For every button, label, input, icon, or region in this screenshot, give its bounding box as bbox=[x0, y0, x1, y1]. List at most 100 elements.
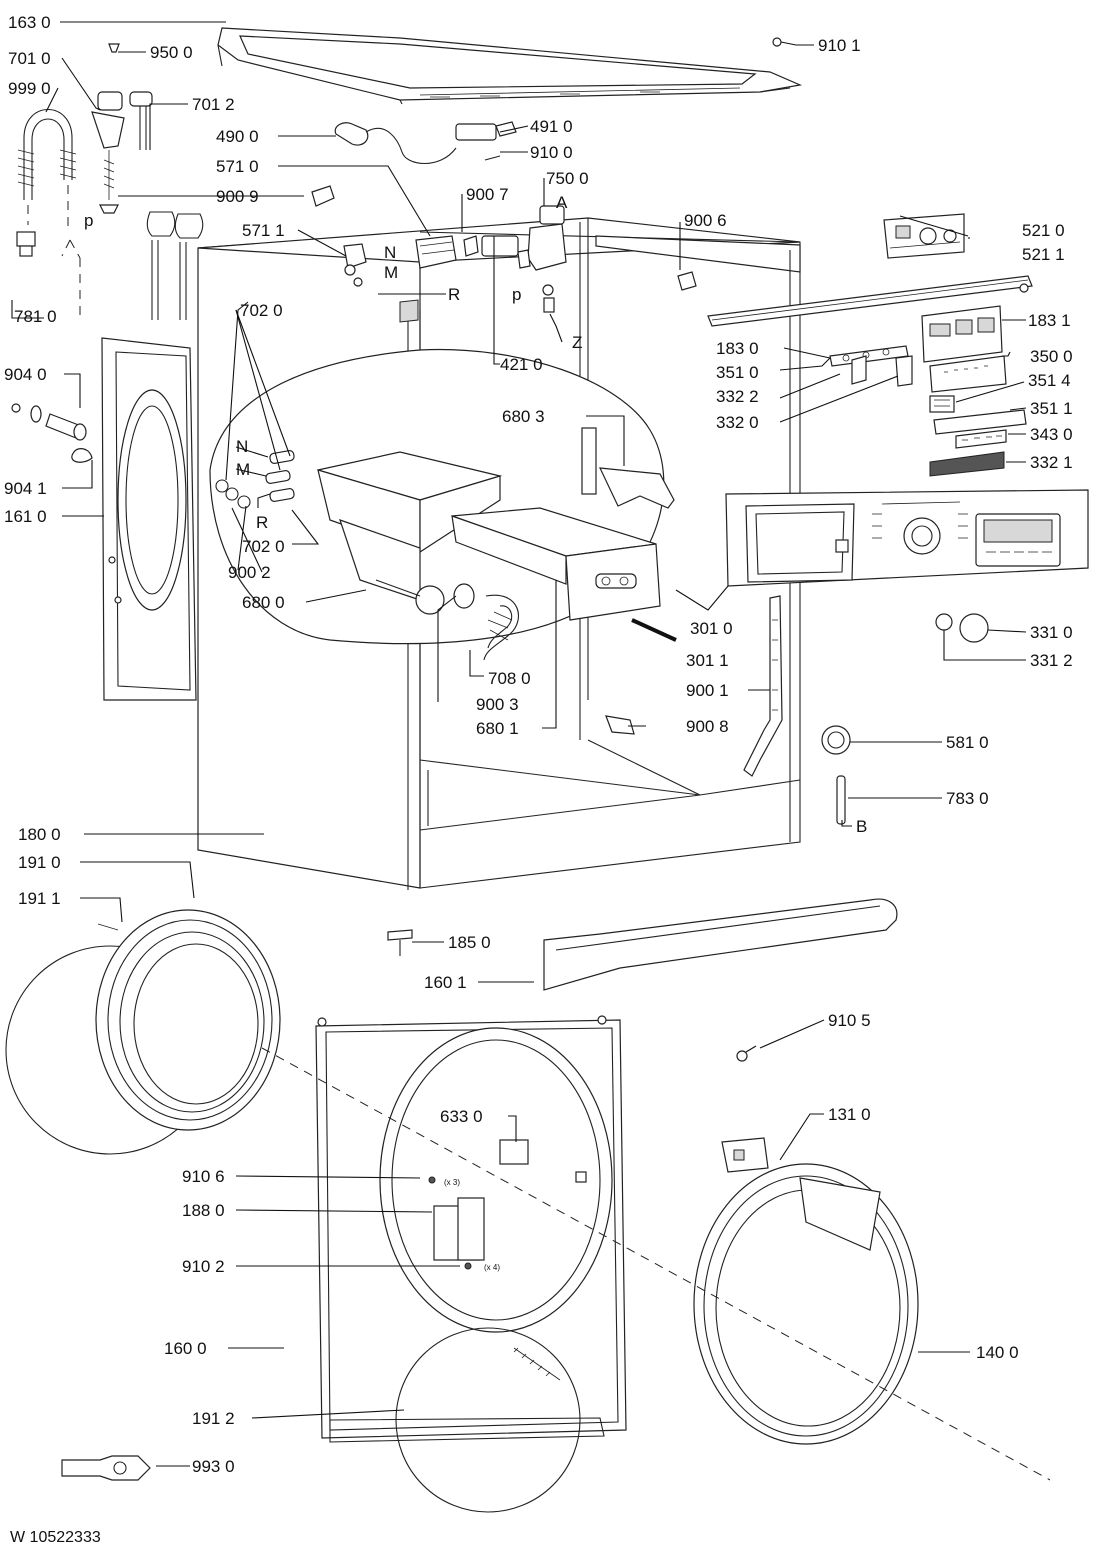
label-160-1: 160 1 bbox=[424, 973, 467, 992]
label-910-6: 910 6 bbox=[182, 1167, 225, 1186]
label-351-4: 351 4 bbox=[1028, 371, 1071, 390]
label-701-2: 701 2 bbox=[192, 95, 235, 114]
label-702-0-a: 702 0 bbox=[240, 301, 283, 320]
label-163-0: 163 0 bbox=[8, 13, 51, 32]
clip-part bbox=[677, 271, 697, 291]
label-521-1: 521 1 bbox=[1022, 245, 1065, 264]
clip-clamp-part bbox=[605, 715, 635, 735]
label-351-0: 351 0 bbox=[716, 363, 759, 382]
label-301-0: 301 0 bbox=[690, 619, 733, 638]
label-343-0: 343 0 bbox=[1030, 425, 1073, 444]
front-panel-part bbox=[315, 1015, 627, 1443]
inlet-hose-part bbox=[129, 91, 153, 150]
label-161-0: 161 0 bbox=[4, 507, 47, 526]
wiring-harness-part bbox=[743, 595, 783, 777]
door-hinge-part bbox=[721, 1137, 769, 1173]
drawer-rail-part bbox=[631, 618, 677, 642]
label-N-2: N bbox=[236, 437, 248, 456]
label-680-1: 680 1 bbox=[476, 719, 519, 738]
screw-part bbox=[772, 37, 797, 47]
label-332-1: 332 1 bbox=[1030, 453, 1073, 472]
label-904-1: 904 1 bbox=[4, 479, 47, 498]
kick-plate-part bbox=[543, 898, 898, 991]
label-581-0: 581 0 bbox=[946, 733, 989, 752]
label-781-0: 781 0 bbox=[14, 307, 57, 326]
electronic-board-part bbox=[883, 213, 965, 259]
label-180-0: 180 0 bbox=[18, 825, 61, 844]
label-900-3: 900 3 bbox=[476, 695, 519, 714]
power-cable-part bbox=[334, 121, 517, 164]
pump-assembly-part bbox=[463, 205, 567, 313]
label-350-0: 350 0 bbox=[1030, 347, 1073, 366]
label-702-0-b: 702 0 bbox=[242, 537, 285, 556]
control-board-part bbox=[921, 305, 1007, 393]
label-183-0: 183 0 bbox=[716, 339, 759, 358]
screw-part bbox=[736, 1045, 757, 1062]
inlet-valve-part bbox=[91, 43, 125, 214]
control-panel-fascia-part bbox=[725, 489, 1089, 587]
label-140-0: 140 0 bbox=[976, 1343, 1019, 1362]
rear-panel-part bbox=[101, 337, 197, 701]
label-900-8: 900 8 bbox=[686, 717, 729, 736]
label-B: B bbox=[856, 817, 867, 836]
keypad-parts bbox=[929, 395, 1027, 477]
inlet-hose-assembly-part bbox=[16, 108, 81, 320]
part-labels: 163 0 910 1 701 0 950 0 999 0 701 2 490 … bbox=[4, 13, 1073, 1546]
detergent-lever-part bbox=[581, 427, 675, 509]
label-351-1: 351 1 bbox=[1030, 399, 1073, 418]
label-R-1: R bbox=[448, 285, 460, 304]
heater-connector-part bbox=[343, 235, 457, 287]
label-331-0: 331 0 bbox=[1030, 623, 1073, 642]
label-950-0: 950 0 bbox=[150, 43, 193, 62]
label-708-0: 708 0 bbox=[488, 669, 531, 688]
label-521-0: 521 0 bbox=[1022, 221, 1065, 240]
label-331-2: 331 2 bbox=[1030, 651, 1073, 670]
label-750-0: 750 0 bbox=[546, 169, 589, 188]
label-x3: (x 3) bbox=[444, 1178, 460, 1187]
label-783-0: 783 0 bbox=[946, 789, 989, 808]
label-900-9: 900 9 bbox=[216, 187, 259, 206]
label-191-0: 191 0 bbox=[18, 853, 61, 872]
label-490-0: 490 0 bbox=[216, 127, 259, 146]
spanner-tool-part bbox=[61, 1455, 151, 1481]
label-M-2: M bbox=[236, 460, 250, 479]
label-701-0: 701 0 bbox=[8, 49, 51, 68]
foot-part bbox=[387, 929, 413, 956]
label-910-0: 910 0 bbox=[530, 143, 573, 162]
dispenser-drawer-part bbox=[451, 507, 661, 621]
heater-elements-part bbox=[215, 450, 295, 509]
clamp-ring-part bbox=[395, 1327, 581, 1513]
label-571-1: 571 1 bbox=[242, 221, 285, 240]
label-301-1: 301 1 bbox=[686, 651, 729, 670]
shock-absorber-part bbox=[11, 403, 93, 463]
label-680-3: 680 3 bbox=[502, 407, 545, 426]
dispenser-housing-part bbox=[317, 451, 503, 615]
dispenser-hose-part bbox=[453, 583, 519, 661]
knob-part bbox=[935, 613, 989, 643]
label-910-2: 910 2 bbox=[182, 1257, 225, 1276]
diagram-reference-number: W 10522333 bbox=[10, 1529, 101, 1546]
door-gasket-part bbox=[5, 909, 281, 1155]
label-185-0: 185 0 bbox=[448, 933, 491, 952]
label-183-1: 183 1 bbox=[1028, 311, 1071, 330]
label-900-1: 900 1 bbox=[686, 681, 729, 700]
label-R-2: R bbox=[256, 513, 268, 532]
label-Z: Z bbox=[572, 333, 582, 352]
label-A: A bbox=[556, 193, 568, 212]
label-900-7: 900 7 bbox=[466, 185, 509, 204]
valve-bodies-part bbox=[146, 185, 335, 320]
label-993-0: 993 0 bbox=[192, 1457, 235, 1476]
label-x4: (x 4) bbox=[484, 1263, 500, 1272]
label-191-1: 191 1 bbox=[18, 889, 61, 908]
label-680-0: 680 0 bbox=[242, 593, 285, 612]
label-332-2: 332 2 bbox=[716, 387, 759, 406]
label-633-0: 633 0 bbox=[440, 1107, 483, 1126]
label-910-5: 910 5 bbox=[828, 1011, 871, 1030]
label-160-0: 160 0 bbox=[164, 1339, 207, 1358]
switch-levers-part bbox=[851, 355, 913, 387]
leader-lines bbox=[11, 21, 1027, 1467]
control-rail-part bbox=[707, 275, 1033, 327]
label-900-6: 900 6 bbox=[684, 211, 727, 230]
